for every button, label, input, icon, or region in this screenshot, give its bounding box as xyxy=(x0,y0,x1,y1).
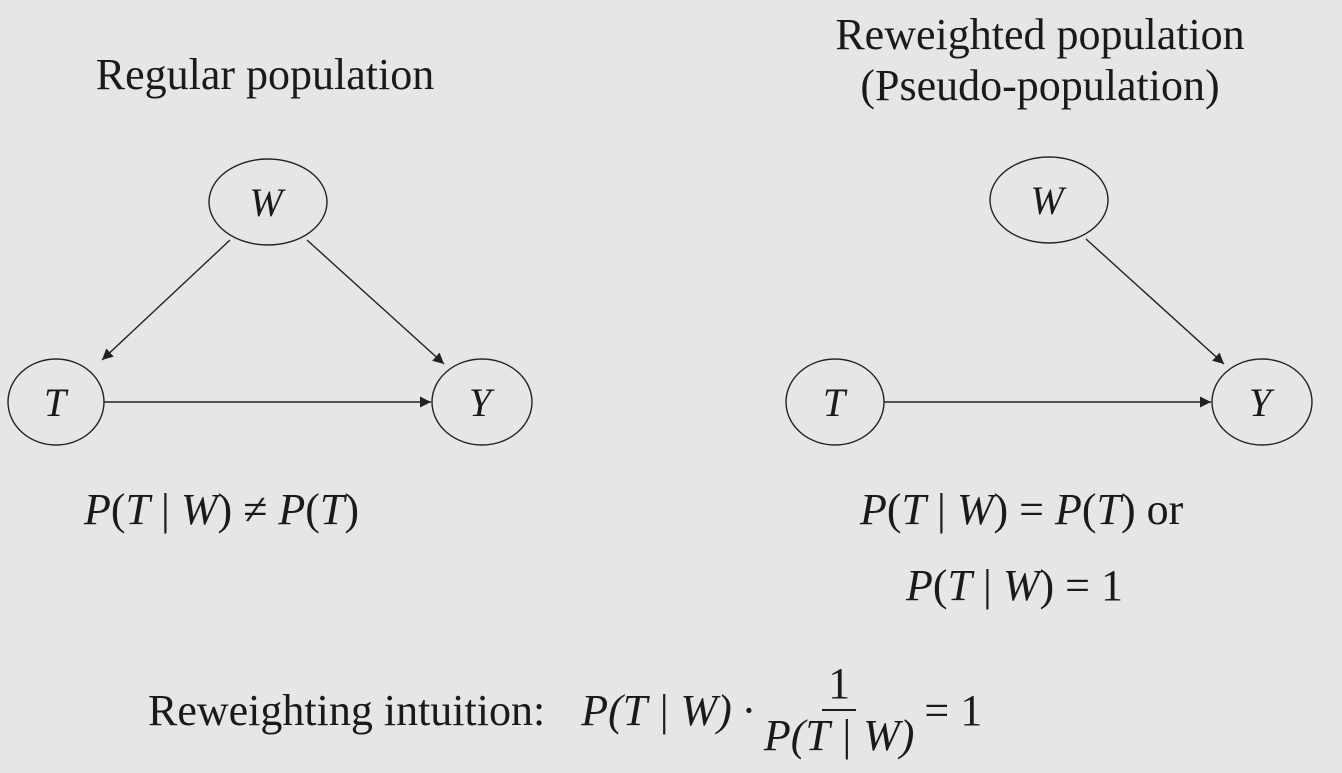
right-edge-w-y xyxy=(1085,238,1225,365)
eq-r2-t: T xyxy=(947,561,973,610)
right-node-t-label: T xyxy=(823,380,848,425)
right-panel-title-line2: (Pseudo-population) xyxy=(860,60,1220,110)
right-node-w-label: W xyxy=(1030,178,1067,223)
eq-r2-one: 1 xyxy=(1100,561,1123,610)
intuition-fraction: 1 P(T | W) xyxy=(763,660,915,760)
right-panel-title-line1: Reweighted population xyxy=(835,10,1245,59)
eq-left-w: W xyxy=(180,485,218,534)
intuition-rhs: = 1 xyxy=(924,685,983,735)
right-node-y-label: Y xyxy=(1249,380,1275,425)
left-node-y xyxy=(431,358,533,446)
eq-r2-w: W xyxy=(1002,561,1040,610)
right-equation-1: P(T | W) = P(T) or xyxy=(860,484,1183,535)
eq-r1-p: P xyxy=(860,485,887,534)
right-panel-title: Reweighted population (Pseudo-population… xyxy=(760,10,1320,111)
eq-r1-open2: ( xyxy=(1081,485,1097,534)
right-diagram: W T Y xyxy=(785,156,1313,446)
eq-left-close2: ) xyxy=(344,485,359,534)
left-edge-w-y xyxy=(306,239,445,365)
eq-left-bar: | xyxy=(150,485,181,534)
right-equation-2: P(T | W) = 1 xyxy=(906,560,1123,611)
eq-r1-p2: P xyxy=(1054,485,1082,534)
left-equation: P(T | W) ≠ P(T) xyxy=(84,484,359,535)
eq-r1-open: ( xyxy=(886,485,902,534)
eq-r2-open: ( xyxy=(932,561,948,610)
eq-r1-close2: ) xyxy=(1121,485,1136,534)
eq-r2-bar: | xyxy=(972,561,1003,610)
eq-left-t2: T xyxy=(319,485,345,534)
left-node-t-label: T xyxy=(44,380,69,425)
intuition-numerator: 1 xyxy=(822,660,857,711)
right-node-y xyxy=(1211,358,1313,446)
intuition-label: Reweighting intuition: xyxy=(148,685,546,735)
eq-left-p: P xyxy=(84,485,111,534)
left-node-w xyxy=(208,158,328,246)
eq-left-open2: ( xyxy=(305,485,320,534)
eq-r1-t: T xyxy=(901,485,927,534)
eq-r1-rel: = xyxy=(1008,485,1055,534)
intuition-denominator: P(T | W) xyxy=(763,711,915,760)
right-node-w xyxy=(989,156,1109,244)
eq-left-open: ( xyxy=(110,485,126,534)
eq-r1-or: or xyxy=(1135,485,1184,534)
left-panel-title: Regular population xyxy=(95,50,435,99)
eq-left-rel: ≠ xyxy=(232,485,279,534)
reweighting-intuition: Reweighting intuition: P(T | W) · 1 P(T … xyxy=(148,650,982,770)
left-diagram: W T Y xyxy=(7,158,533,446)
left-edge-w-t xyxy=(101,239,231,361)
eq-left-p2: P xyxy=(278,485,306,534)
eq-left-close: ) xyxy=(217,485,233,534)
eq-r2-p: P xyxy=(906,561,933,610)
eq-r1-w: W xyxy=(956,485,994,534)
eq-r2-rel: = xyxy=(1054,561,1101,610)
eq-left-t: T xyxy=(125,485,151,534)
intuition-lhs: P(T | W) · xyxy=(581,685,754,735)
eq-r1-bar: | xyxy=(926,485,957,534)
left-node-w-label: W xyxy=(249,180,286,225)
left-node-t xyxy=(7,358,105,446)
eq-r1-t2: T xyxy=(1096,485,1122,534)
eq-r2-close: ) xyxy=(1039,561,1055,610)
eq-r1-close: ) xyxy=(993,485,1009,534)
right-node-t xyxy=(785,358,885,446)
left-node-y-label: Y xyxy=(469,380,495,425)
